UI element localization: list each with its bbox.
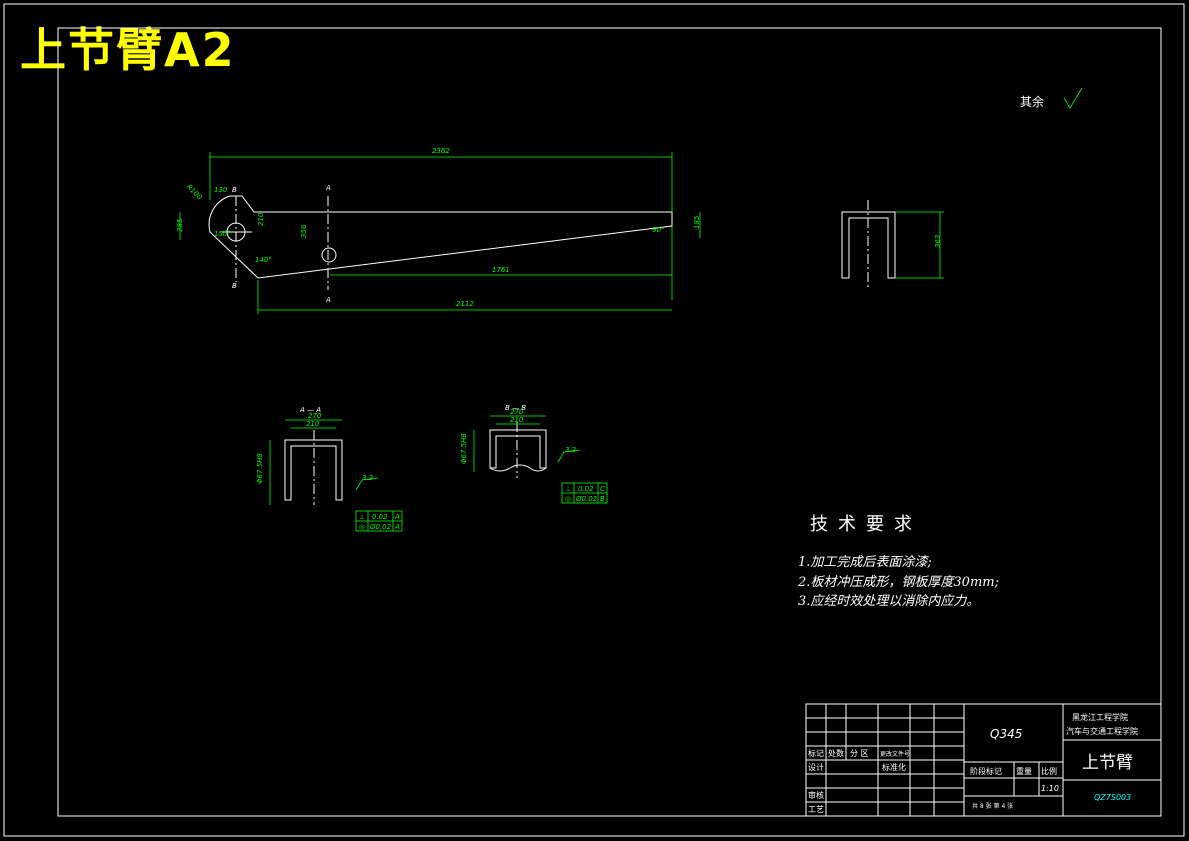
roughness-note: 其余 xyxy=(1020,94,1044,109)
dim-356: 356 xyxy=(300,224,308,238)
section-b-label: B — B xyxy=(505,404,526,412)
tb-process: 工艺 xyxy=(808,805,824,814)
side-profile xyxy=(841,211,896,279)
section-a-width-outer: 270 xyxy=(308,412,322,420)
tb-ratio: 比例 xyxy=(1041,766,1057,776)
outer-frame xyxy=(3,3,1185,837)
tb-zone: 分 区 xyxy=(850,749,869,758)
tb-school1: 黑龙江工程学院 xyxy=(1072,712,1128,722)
main-view: 2362 1761 2112 185 285 210 356 130 R100 … xyxy=(176,147,701,314)
section-mark-a-top: A xyxy=(325,184,331,192)
section-a-hole-dim: Φ67.5H8 xyxy=(256,453,264,484)
side-view: 363 xyxy=(841,200,944,290)
dim-radius: R100 xyxy=(185,183,204,202)
dim-130: 130 xyxy=(214,186,228,194)
section-a-tol1-val: 0.02 xyxy=(372,513,388,521)
section-b-tol1-ref: C xyxy=(600,485,605,493)
dim-overall: 2362 xyxy=(432,147,450,155)
title-block: 标记 处数 分 区 更改文件号 设计 标准化 审核 工艺 Q345 黑龙江工程学… xyxy=(805,703,1162,817)
section-b-width-inner: 210 xyxy=(510,416,524,424)
tb-scale: 1:10 xyxy=(1041,784,1059,793)
tb-material: Q345 xyxy=(990,727,1022,741)
tb-review: 审核 xyxy=(808,790,824,800)
roughness-symbol-icon xyxy=(1063,87,1083,109)
section-mark-b-top: B xyxy=(232,186,237,194)
dim-bottom: 2112 xyxy=(456,300,474,308)
section-b-hole-dim: Φ67.5H8 xyxy=(460,433,468,464)
dim-right-height: 185 xyxy=(693,215,701,229)
section-a-view: A — A 270 210 Φ67.5H8 3.2 ⊥ 0.02 A ◎ Ø0.… xyxy=(256,406,403,532)
section-b-tol1-sym: ⊥ xyxy=(565,485,571,493)
section-b-tol1-val: 0.02 xyxy=(578,485,594,493)
tb-standardize: 标准化 xyxy=(882,762,906,772)
section-b-roughness: 3.2 xyxy=(565,446,577,454)
pin-hole-mid xyxy=(321,247,337,263)
dim-sloped: 1761 xyxy=(492,266,510,274)
tb-mark: 标记 xyxy=(808,748,824,758)
tb-part-name: 上节臂 xyxy=(1082,753,1133,773)
tech-item-1: 1.加工完成后表面涂漆; xyxy=(798,555,932,570)
section-b-width-outer: 270 xyxy=(510,408,524,416)
tech-item-2: 2.板材冲压成形，钢板厚度30mm; xyxy=(798,575,999,590)
section-a-tol2-val: Ø0.02 xyxy=(369,523,392,531)
section-a-width-inner: 210 xyxy=(306,420,320,428)
dim-angle-150: 150° xyxy=(214,230,231,238)
tb-weight: 重量 xyxy=(1016,766,1032,776)
tb-stage: 阶段标记 xyxy=(970,766,1002,776)
section-a-tol1-ref: A xyxy=(394,513,400,521)
tb-school2: 汽车与交通工程学院 xyxy=(1066,726,1138,736)
arm-outline xyxy=(208,195,673,279)
tech-item-3: 3.应经时效处理以消除内应力。 xyxy=(798,594,980,609)
section-a-roughness-icon xyxy=(355,477,379,491)
dim-side-height: 363 xyxy=(934,235,942,248)
section-b-tol2-ref: B xyxy=(600,495,605,503)
dim-left-height: 285 xyxy=(176,218,184,232)
section-a-label: A — A xyxy=(299,406,321,414)
drawing-heading: 上节臂A2 xyxy=(20,23,236,77)
section-a-tol1-sym: ⊥ xyxy=(359,513,365,521)
section-b-tol2-val: Ø0.02 xyxy=(575,495,598,503)
section-b-view: B — B 270 210 Φ67.5H8 3.2 ⊥ 0.02 C ◎ Ø0.… xyxy=(460,404,608,504)
section-b-tol2-sym: ◎ xyxy=(565,495,571,503)
section-b-roughness-icon xyxy=(557,449,581,463)
tb-design: 设计 xyxy=(808,762,824,772)
dim-210: 210 xyxy=(257,212,265,226)
tb-sheet: 共 8 张 第 4 张 xyxy=(972,802,1013,810)
dim-angle-90: 90° xyxy=(652,226,664,234)
section-a-tol2-ref: A xyxy=(394,523,400,531)
section-b-profile xyxy=(489,429,547,469)
section-mark-b-bottom: B xyxy=(232,282,237,290)
inner-frame xyxy=(57,27,1162,817)
section-a-profile xyxy=(284,439,343,501)
section-mark-a-bottom: A xyxy=(325,296,331,304)
tech-requirements-title: 技术要求 xyxy=(810,514,922,535)
dim-angle-140: 140° xyxy=(255,256,272,264)
section-a-roughness: 3.2 xyxy=(362,474,374,482)
tb-change-doc: 更改文件号 xyxy=(880,750,910,758)
tb-count: 处数 xyxy=(828,748,844,758)
section-a-tol2-sym: ◎ xyxy=(359,523,365,531)
tb-drawing-no: QZ7S003 xyxy=(1094,793,1131,802)
